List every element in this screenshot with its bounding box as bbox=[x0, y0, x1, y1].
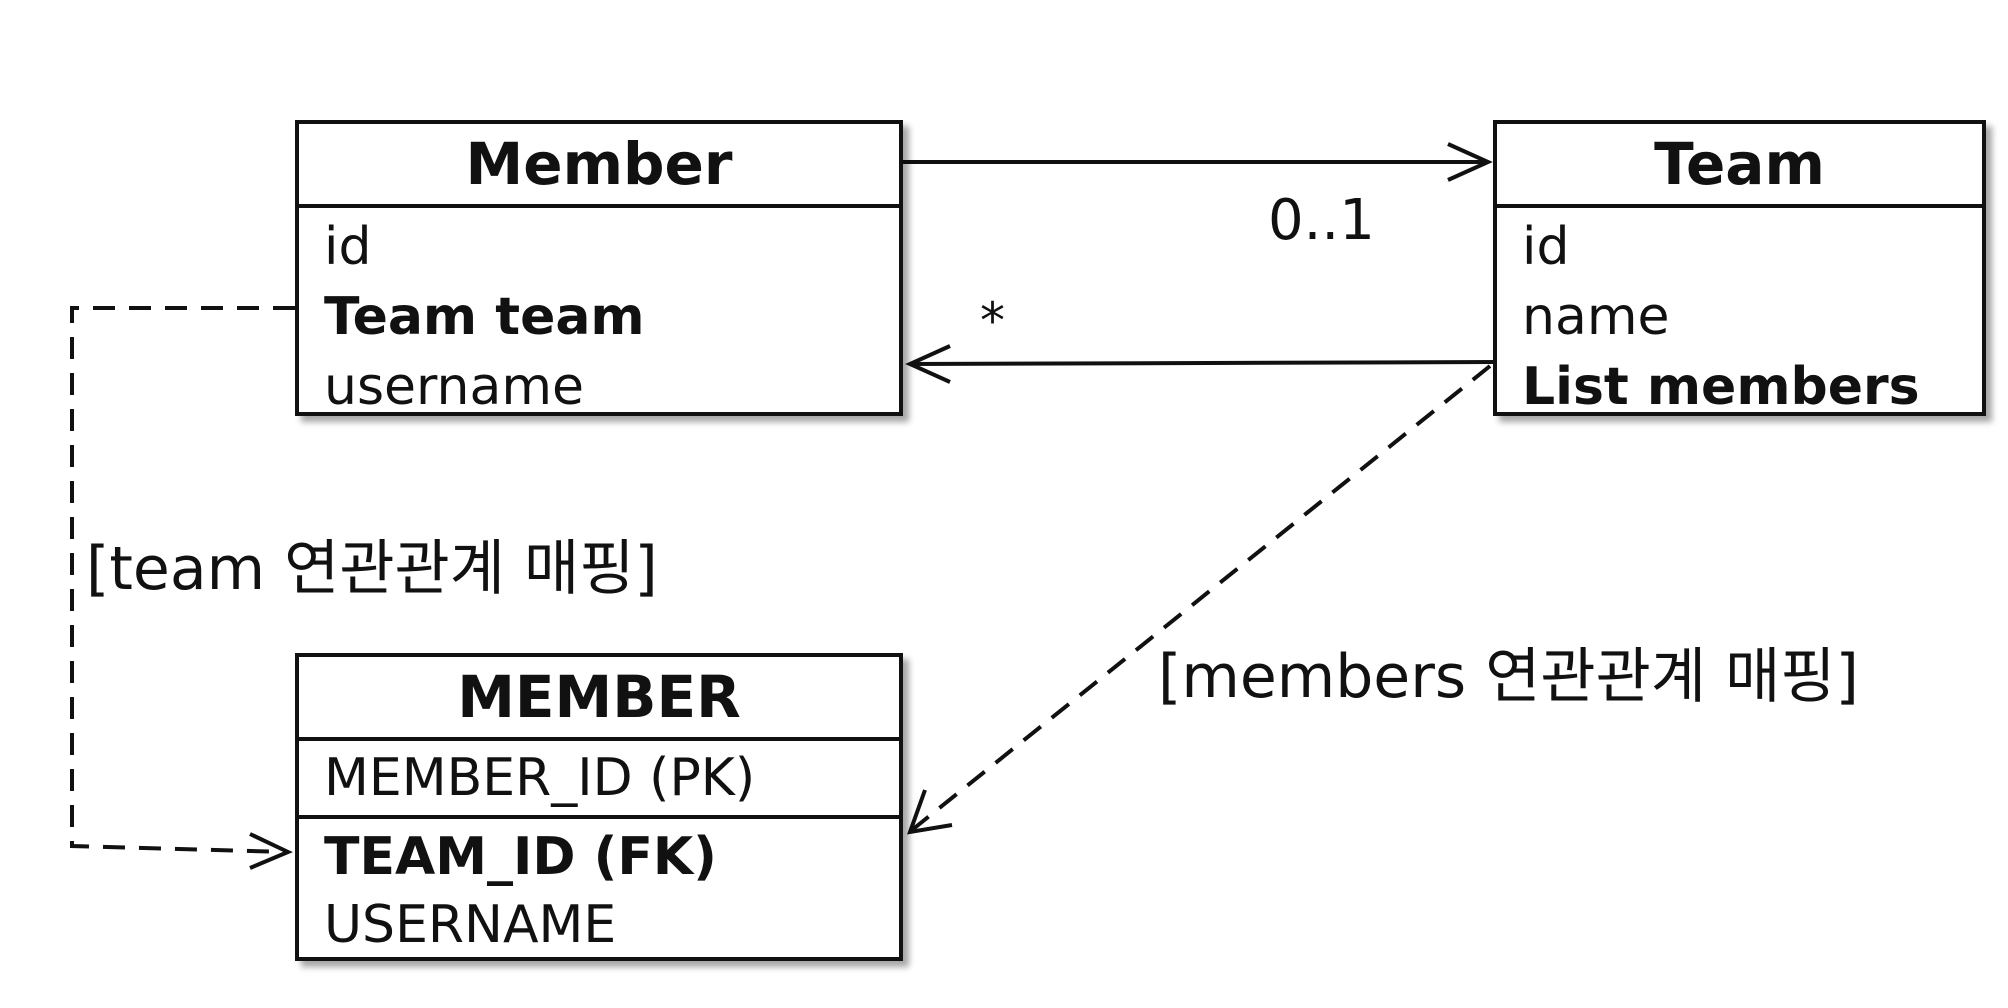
multiplicity-zero-to-one: 0..1 bbox=[1268, 188, 1375, 253]
member-field-username: username bbox=[324, 357, 584, 417]
members-mapping-label: [members 연관관계 매핑] bbox=[1158, 642, 1859, 712]
multiplicity-many: * bbox=[980, 292, 1005, 350]
member-class-fields: id Team team username bbox=[299, 208, 899, 422]
member-table-username: USERNAME bbox=[324, 895, 617, 955]
member-field-team: Team team bbox=[324, 287, 645, 347]
member-table-box: MEMBER MEMBER_ID (PK) TEAM_ID (FK) USERN… bbox=[295, 653, 903, 961]
member-field-id: id bbox=[324, 217, 372, 277]
team-field-name: name bbox=[1522, 287, 1670, 347]
team-class-fields: id name List members bbox=[1497, 208, 1982, 422]
member-class-title: Member bbox=[299, 124, 899, 208]
team-class-box: Team id name List members bbox=[1493, 120, 1986, 417]
member-table-title: MEMBER bbox=[299, 657, 899, 741]
team-class-title: Team bbox=[1497, 124, 1982, 208]
team-field-members: List members bbox=[1522, 357, 1920, 417]
member-class-box: Member id Team team username bbox=[295, 120, 903, 417]
member-to-team-arrow bbox=[903, 142, 1493, 182]
member-table-fk: TEAM_ID (FK) bbox=[324, 827, 717, 887]
team-field-id: id bbox=[1522, 217, 1570, 277]
member-table-pk: MEMBER_ID (PK) bbox=[299, 741, 899, 819]
team-mapping-label: [team 연관관계 매핑] bbox=[86, 534, 658, 604]
team-to-member-arrow bbox=[905, 344, 1496, 384]
members-mapping-dashed-arrow bbox=[906, 364, 1492, 835]
team-mapping-dashed-arrow bbox=[70, 306, 295, 870]
